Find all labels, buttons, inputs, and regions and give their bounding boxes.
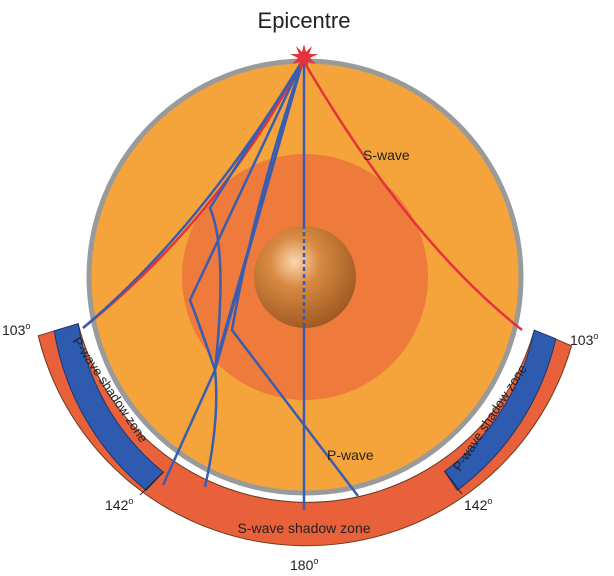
p-wave-ray-5: [216, 59, 305, 356]
p-wave-shadow-zone-band-right: [443, 329, 557, 492]
s-wave-shadow-zone-band: [37, 323, 573, 547]
s-wave-label: S-wave: [363, 147, 410, 163]
epicentre-star-icon: [290, 44, 318, 70]
s-wave-shadow-zone-label: S-wave shadow zone: [237, 520, 370, 536]
angle-label-103-right: 103o: [570, 331, 598, 348]
shadow-zone-divider-right: [444, 470, 463, 495]
p-wave-ray-2: [161, 59, 305, 486]
epicentre-title: Epicentre: [258, 8, 351, 33]
p-wave-label: P-wave: [327, 447, 374, 463]
p-wave-ray-3: [188, 59, 305, 488]
angle-label-103-left: 103o: [2, 321, 30, 338]
angle-label-142-left: 142o: [105, 496, 133, 513]
angle-label-142-right: 142o: [464, 496, 492, 513]
p-wave-shadow-zone-band-left: [53, 323, 165, 491]
shadow-zone-divider-left: [139, 471, 164, 496]
angle-label-180: 180o: [290, 556, 318, 573]
p-wave-ray-6: [230, 59, 359, 497]
s-wave-ray-right: [301, 59, 523, 331]
